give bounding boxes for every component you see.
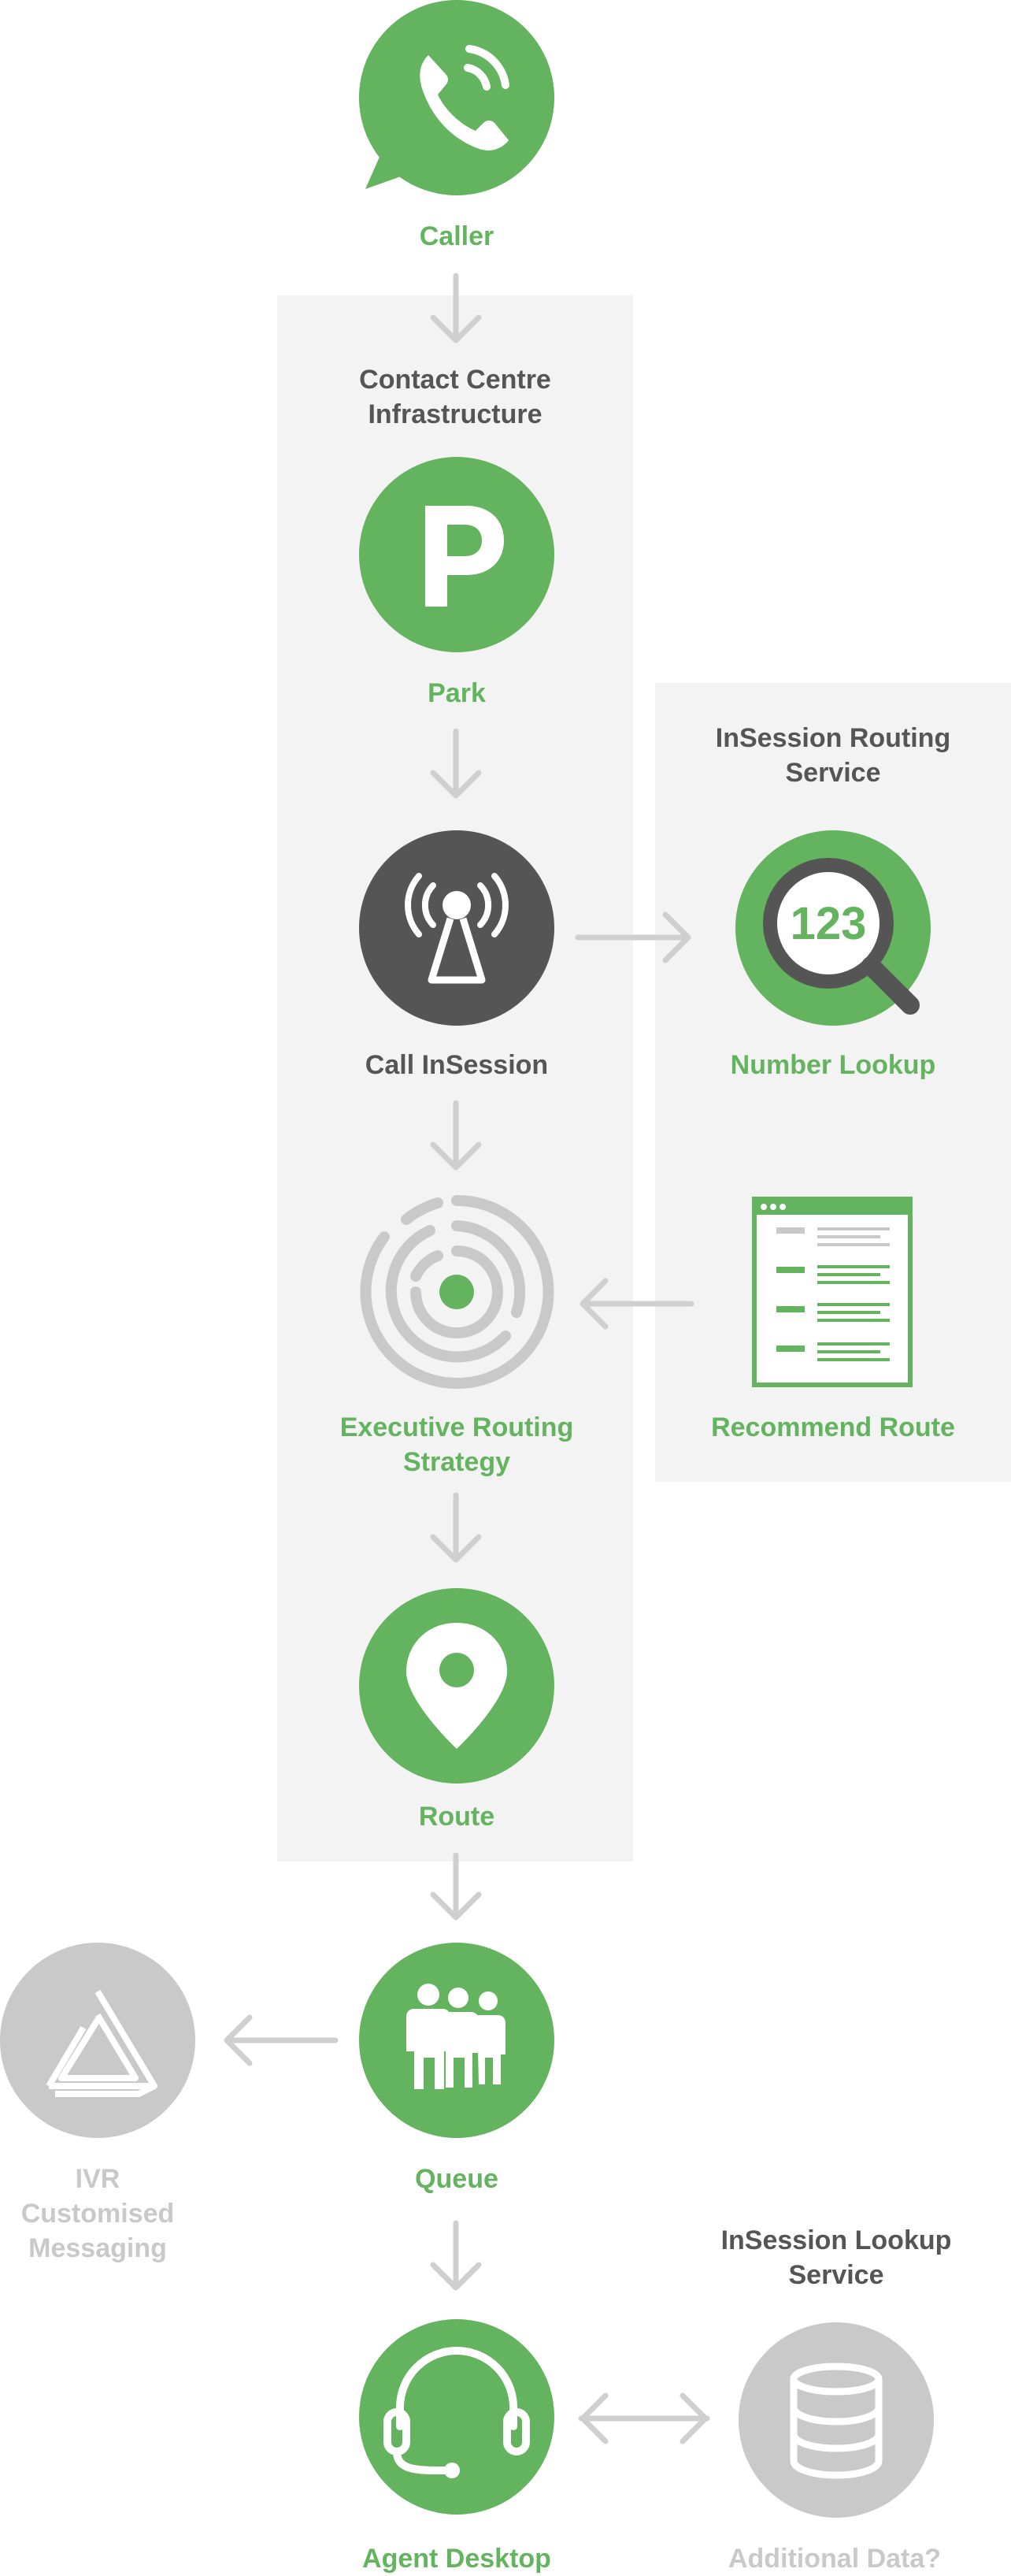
map-pin-icon — [359, 1588, 554, 1784]
magnifier-icon: 123 — [735, 830, 931, 1026]
route-node — [359, 1588, 554, 1784]
agent-desktop-label: Agent Desktop — [362, 2544, 551, 2574]
recommend-route-node — [751, 1196, 913, 1390]
lookup-service-title-line1: InSession Lookup — [720, 2225, 952, 2255]
lookup-service-title-line2: Service — [788, 2260, 884, 2290]
broadcast-tower-icon — [359, 830, 554, 1026]
phone-speech-bubble-icon — [359, 0, 554, 195]
number-lookup-node: 123 — [735, 830, 931, 1026]
call-insession-label: Call InSession — [365, 1050, 549, 1080]
additional-data-node — [739, 2322, 934, 2518]
arrow-call-to-exec — [430, 1100, 482, 1171]
arrow-park-to-call — [430, 728, 482, 799]
caller-node — [359, 0, 554, 195]
arrow-agent-data — [578, 2392, 710, 2444]
impossible-triangle-icon — [0, 1943, 195, 2138]
exec-routing-label-line2: Strategy — [402, 1447, 511, 1477]
ivr-label-line1: IVR — [75, 2164, 120, 2194]
routing-service-title-line2: Service — [785, 758, 881, 788]
arrow-exec-to-route — [430, 1492, 482, 1563]
queue-label: Queue — [415, 2164, 498, 2194]
ivr-node — [0, 1943, 195, 2138]
ivr-label-line3: Messaging — [28, 2233, 167, 2263]
people-group-icon — [359, 1943, 554, 2138]
park-node — [359, 457, 554, 652]
queue-node — [359, 1943, 554, 2138]
exec-routing-node — [359, 1194, 554, 1390]
document-window-icon — [752, 1197, 913, 1387]
recommend-route-label: Recommend Route — [711, 1412, 955, 1442]
park-label: Park — [428, 678, 486, 708]
additional-data-label: Additional Data? — [728, 2544, 942, 2574]
contact-centre-title: Contact Centre Infrastructure — [277, 362, 633, 432]
arrow-call-to-lookup — [575, 911, 691, 963]
maze-icon — [360, 1194, 554, 1389]
exec-routing-label-line1: Executive Routing — [339, 1412, 574, 1442]
arrow-queue-to-agent — [430, 2220, 482, 2291]
parking-p-icon — [359, 457, 554, 652]
exec-routing-label: Executive Routing Strategy — [283, 1410, 630, 1479]
lookup-service-title: InSession Lookup Service — [655, 2223, 1011, 2292]
call-insession-node — [359, 830, 554, 1026]
routing-service-title-line1: InSession Routing — [715, 723, 951, 753]
database-icon — [739, 2322, 934, 2518]
lookup-digits: 123 — [791, 898, 867, 949]
agent-desktop-node — [359, 2319, 554, 2515]
route-label: Route — [418, 1802, 495, 1832]
number-lookup-label: Number Lookup — [730, 1050, 936, 1080]
arrow-caller-to-park — [430, 273, 482, 343]
arrow-recommend-to-exec — [580, 1278, 694, 1330]
ivr-label: IVR Customised Messaging — [0, 2162, 195, 2266]
headset-icon — [359, 2319, 554, 2515]
caller-label: Caller — [419, 221, 494, 251]
contact-centre-title-line1: Contact Centre — [359, 365, 551, 395]
arrow-route-to-queue — [430, 1852, 482, 1921]
ivr-label-line2: Customised — [20, 2199, 175, 2229]
contact-centre-title-line2: Infrastructure — [368, 399, 543, 429]
routing-service-title: InSession Routing Service — [655, 721, 1011, 790]
arrow-queue-to-ivr — [224, 2014, 339, 2066]
